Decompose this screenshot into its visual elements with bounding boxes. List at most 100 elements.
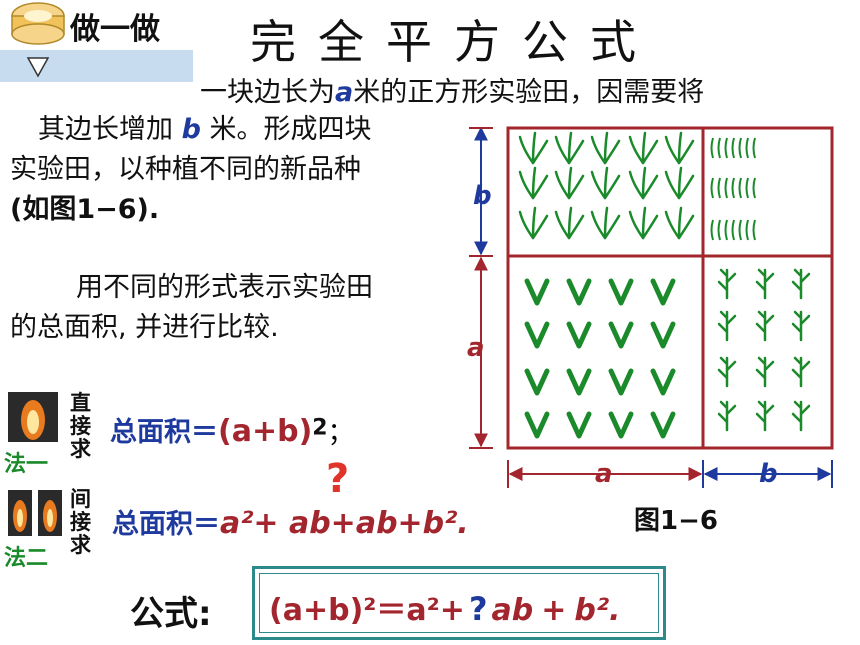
seedling-icon	[566, 411, 592, 439]
sprig-icon	[755, 400, 775, 432]
seedling-icon	[650, 278, 676, 306]
sprig-icon	[791, 400, 811, 432]
intro-text: 米。形成四块	[200, 114, 372, 145]
method1-formula-label: 总面积＝	[110, 417, 218, 448]
seedling-icon	[650, 321, 676, 349]
seedling-icon	[524, 321, 550, 349]
sprig-icon	[755, 310, 775, 342]
intro-text: 一块边长为	[200, 77, 335, 108]
grass-tuft-icon	[628, 206, 659, 240]
seedling-icon	[566, 368, 592, 396]
seedling-icon	[524, 368, 550, 396]
intro-line-5: 用不同的形式表示实验田	[76, 272, 373, 303]
blade-icon	[710, 177, 714, 199]
sprig-icon	[717, 268, 737, 300]
formula-content: (a+b)²＝a²+?ab+b².	[269, 585, 620, 629]
label-a-vertical: a	[467, 333, 485, 363]
blade-icon	[752, 177, 756, 199]
intro-var-a: a	[335, 77, 354, 108]
grass-tuft-icon	[554, 206, 585, 240]
seedling-icon	[524, 411, 550, 439]
seedling-icon	[608, 278, 634, 306]
badge-label: 做一做	[70, 12, 160, 47]
intro-line-3: 实验田，以种植不同的新品种	[10, 154, 361, 185]
field-figure: b a a b	[467, 126, 834, 489]
label-b-horizontal: b	[759, 459, 778, 489]
method1-formula: 总面积＝(a+b)2；	[110, 410, 354, 449]
method1-char: 求	[70, 437, 91, 461]
blade-icon	[745, 219, 749, 241]
label-a-horizontal: a	[595, 459, 613, 489]
blade-icon	[745, 177, 749, 199]
page-title: 完全平方公式	[250, 15, 658, 69]
method1-exponent: 2	[312, 415, 328, 441]
seedling-icon	[608, 368, 634, 396]
sprig-icon	[717, 356, 737, 388]
seedling-icon	[608, 321, 634, 349]
grass-tuft-icon	[518, 166, 549, 200]
seedling-icon	[566, 321, 592, 349]
method1-formula-expr: (a+b)	[218, 414, 313, 449]
formula-label: 公式:	[130, 594, 212, 634]
blade-icon	[724, 177, 728, 199]
grass-tuft-icon	[664, 166, 695, 200]
method2-char: 接	[70, 510, 91, 534]
question-mark: ?	[326, 456, 350, 502]
formula-box: (a+b)²＝a²+?ab+b².	[252, 566, 666, 640]
intro-line-2: 其边长增加 b 米。形成四块	[38, 110, 372, 150]
seedling-icon	[650, 411, 676, 439]
pushpin-icon	[11, 2, 65, 78]
method1-char: 直	[70, 391, 91, 415]
grass-tuft-icon	[628, 131, 659, 165]
blade-icon	[738, 177, 742, 199]
label-b-vertical: b	[473, 181, 492, 211]
blade-icon	[717, 177, 721, 199]
grass-tuft-icon	[664, 206, 695, 240]
method2-char: 间	[70, 487, 91, 511]
grass-tuft-icon	[518, 206, 549, 240]
grass-tuft-icon	[518, 131, 549, 165]
seedling-icon	[524, 278, 550, 306]
blade-icon	[717, 219, 721, 241]
sprig-icon	[755, 268, 775, 300]
grass-tuft-icon	[590, 166, 621, 200]
method1-label: 法一	[4, 452, 49, 477]
sprig-icon	[717, 400, 737, 432]
candle-flame-icon	[8, 392, 58, 442]
candle-flame-icon	[8, 490, 62, 536]
intro-text: 米的正方形实验田，因需要将	[353, 77, 705, 108]
formula-left: (a+b)²＝a²+	[269, 593, 465, 628]
method2-formula-label: 总面积＝	[112, 509, 220, 540]
blade-icon	[724, 219, 728, 241]
sprig-icon	[791, 356, 811, 388]
intro-line-1: 一块边长为a米的正方形实验田，因需要将	[200, 70, 704, 109]
blade-icon	[724, 137, 728, 159]
intro-line-4: (如图1−6).	[10, 194, 160, 225]
blade-icon	[752, 219, 756, 241]
sprig-icon	[755, 356, 775, 388]
blade-icon	[710, 219, 714, 241]
intro-text: 其边长增加	[38, 114, 182, 145]
formula-right: b².	[574, 593, 621, 628]
blade-icon	[745, 137, 749, 159]
blade-icon	[731, 177, 735, 199]
method2-label: 法二	[4, 546, 49, 571]
blade-icon	[752, 137, 756, 159]
seedling-icon	[566, 278, 592, 306]
method1-char: 接	[70, 414, 91, 438]
blade-icon	[738, 137, 742, 159]
formula-box-inner	[259, 573, 659, 633]
method2-vertical-label: 间 接 求	[70, 488, 94, 557]
sprig-icon	[791, 268, 811, 300]
sprig-icon	[791, 310, 811, 342]
intro-line-6: 的总面积, 并进行比较.	[10, 312, 279, 343]
method1-tail: ；	[327, 418, 354, 448]
grass-tuft-icon	[590, 131, 621, 165]
formula-question: ?	[468, 590, 488, 628]
grass-tuft-icon	[554, 131, 585, 165]
method2-formula: 总面积＝a²+ ab+ab+b².	[112, 502, 469, 541]
blade-icon	[731, 137, 735, 159]
formula-plus: +	[541, 593, 567, 628]
sprig-icon	[717, 310, 737, 342]
figure-caption: 图1−6	[634, 506, 718, 536]
